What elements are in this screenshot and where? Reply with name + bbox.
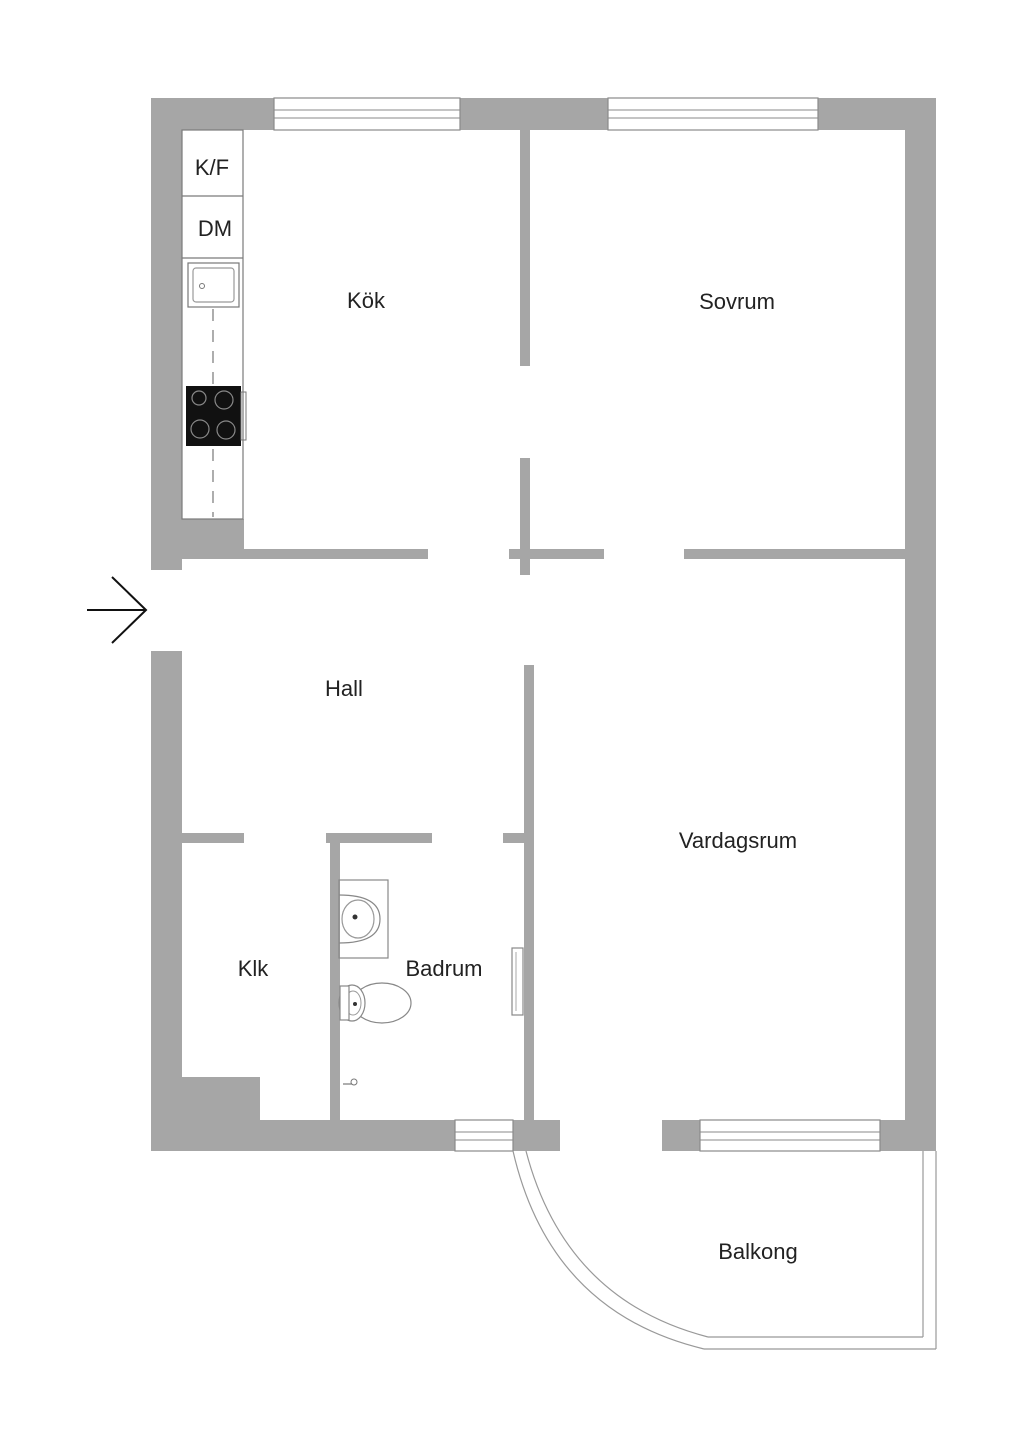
wall-center-stub: [509, 549, 604, 559]
sink-icon: [187, 262, 240, 308]
room-label-balkong: Balkong: [718, 1239, 798, 1264]
closet-corner-block: [182, 1077, 260, 1121]
appliance-label-kf: K/F: [195, 155, 229, 180]
wall-left-upper: [151, 98, 182, 570]
balcony: [512, 1150, 937, 1350]
windows: [273, 97, 881, 1152]
wall-kitchen-hall: [182, 549, 428, 559]
entrance-arrow-icon: [87, 576, 148, 644]
window-kitchen: [273, 97, 461, 131]
wall-bottom-pillar: [513, 1120, 560, 1151]
wall-bottom-right-a: [662, 1120, 700, 1151]
radiator: [511, 947, 524, 1016]
interior-walls: [182, 130, 905, 1121]
room-label-badrum: Badrum: [405, 956, 482, 981]
counter-outline: [181, 129, 244, 520]
wall-hall-living: [524, 665, 534, 1121]
washbasin-icon: [338, 879, 389, 959]
window-bedroom: [607, 97, 819, 131]
wall-right: [905, 98, 936, 1151]
appliance-label-dm: DM: [198, 216, 232, 241]
wall-bottom-left: [151, 1120, 455, 1151]
room-label-vardagsrum: Vardagsrum: [679, 828, 797, 853]
stove-icon: [186, 386, 247, 446]
wall-closet-bath: [330, 843, 340, 1121]
wall-kitchen-bedroom-lower: [520, 458, 530, 575]
window-bathroom: [454, 1119, 514, 1152]
wall-hall-bath: [326, 833, 432, 843]
room-label-kok: Kök: [347, 288, 386, 313]
wall-kitchen-bedroom-upper: [520, 130, 530, 366]
room-label-hall: Hall: [325, 676, 363, 701]
room-label-klk: Klk: [238, 956, 270, 981]
room-label-sovrum: Sovrum: [699, 289, 775, 314]
wall-hall-closet: [182, 833, 244, 843]
kitchen-counter: [181, 129, 247, 520]
wall-bath-stub: [503, 833, 527, 843]
window-livingroom: [699, 1119, 881, 1152]
wall-top-middle: [460, 98, 608, 130]
wall-bottom-right-b: [880, 1120, 936, 1151]
shower-icon: [343, 1078, 358, 1086]
wall-bedroom-living: [684, 549, 905, 559]
wall-left-lower: [151, 651, 182, 1151]
outer-walls: [151, 98, 936, 1151]
toilet-icon: [338, 982, 412, 1024]
